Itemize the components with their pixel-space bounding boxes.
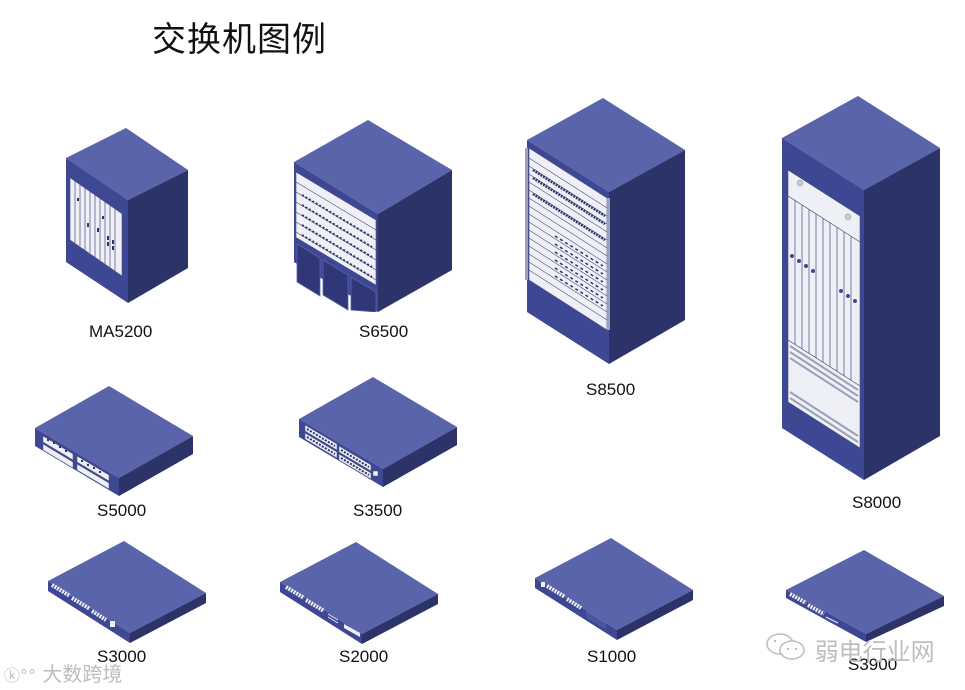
s3500-switch-icon: [299, 377, 457, 487]
wechat-icon: [765, 633, 815, 668]
label-s3900: S3900: [848, 655, 898, 674]
label-ma5200: MA5200: [89, 322, 153, 341]
device-s2000[interactable]: [278, 542, 440, 644]
s1000-switch-icon: [535, 538, 693, 640]
s6500-cabinet-icon: [294, 120, 452, 312]
device-s8000[interactable]: [780, 96, 942, 482]
s3000-switch-icon: [48, 541, 206, 643]
watermark-left-text: 大数跨境: [42, 662, 123, 686]
device-s3000[interactable]: [46, 541, 208, 643]
s5000-switch-icon: [35, 386, 193, 496]
device-s6500[interactable]: [292, 120, 454, 312]
device-ma5200[interactable]: [64, 128, 190, 304]
label-s3500: S3500: [353, 501, 403, 520]
label-s1000: S1000: [587, 647, 637, 666]
ma5200-cabinet-icon: [66, 128, 188, 303]
label-s3000: S3000: [97, 647, 147, 666]
device-s3500[interactable]: [297, 375, 459, 487]
label-s6500: S6500: [359, 322, 409, 341]
s8500-cabinet-icon: [525, 98, 685, 364]
label-s8000: S8000: [852, 493, 902, 512]
device-s8500[interactable]: [525, 98, 687, 366]
watermark-left: ⓚ°° 大数跨境: [4, 658, 122, 687]
s8000-rack-icon: [782, 96, 940, 480]
label-s2000: S2000: [339, 647, 389, 666]
page-title: 交换机图例: [152, 20, 327, 60]
device-s3900[interactable]: [784, 550, 946, 642]
s2000-switch-icon: [280, 542, 438, 644]
s3900-switch-icon: [786, 550, 944, 642]
device-s1000[interactable]: [533, 538, 695, 640]
device-s5000[interactable]: [33, 384, 195, 496]
watermark-right: 弱电行业网: [765, 632, 935, 668]
label-s8500: S8500: [586, 380, 636, 399]
watermark-right-text: 弱电行业网: [814, 638, 935, 666]
label-s5000: S5000: [97, 501, 147, 520]
watermark-logo-icon: ⓚ°°: [4, 666, 37, 685]
